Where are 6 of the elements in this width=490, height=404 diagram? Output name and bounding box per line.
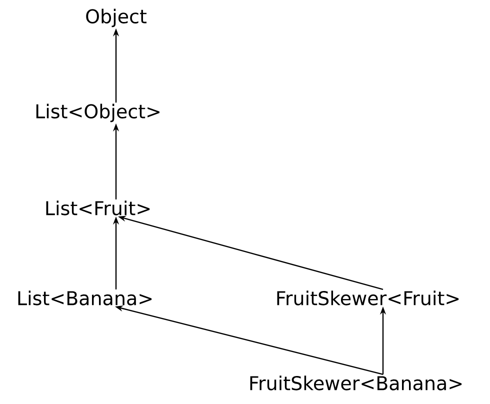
class-label: FruitSkewer<Banana> (250, 376, 462, 390)
class-label: FruitSkewer<Fruit> (277, 290, 459, 306)
class-label: Object (86, 8, 146, 28)
class-label: List<Fruit> (46, 200, 150, 216)
class-label: List<Object> (36, 104, 160, 122)
class-label: List<Banana> (18, 290, 152, 306)
